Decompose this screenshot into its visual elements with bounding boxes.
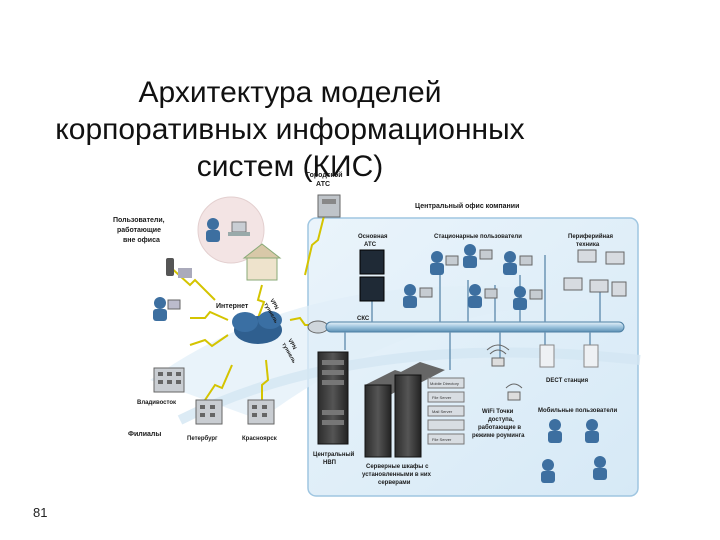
wifi-label-3: работающие в — [478, 424, 521, 431]
central-office-label: Центральный офис компании — [415, 202, 519, 210]
peripheral-label-2: техника — [576, 242, 600, 248]
main-pbx-label-1: Основная — [358, 234, 388, 240]
main-pbx-label-2: АТС — [364, 242, 377, 248]
wifi-label-4: режиме роуминга — [472, 433, 525, 439]
servers-label-1: Серверные шкафы с — [366, 463, 429, 470]
branches-label: Филиалы — [128, 431, 161, 438]
remote-users-label-1: Пользователи, — [113, 217, 165, 224]
vpn-tunnel-1-label-1: VPN — [268, 298, 279, 311]
router-icon — [307, 320, 329, 334]
central-vpn-label-2: НВП — [323, 460, 336, 466]
remote-users-label-3: вне офиса — [123, 237, 160, 244]
internet-cloud — [232, 311, 282, 344]
city-pbx-icon — [317, 194, 341, 218]
servers-label-3: серверами — [378, 480, 411, 486]
krasnoyarsk-building — [247, 399, 275, 425]
server-label-2: File Server — [432, 395, 452, 400]
server-cabinets — [364, 362, 445, 458]
mobile-users-group — [541, 419, 607, 483]
server-stack — [427, 377, 465, 445]
central-vpn-label-1: Центральный — [313, 451, 355, 458]
main-pbx-icon — [359, 249, 385, 302]
slide-title: Архитектура моделей корпоративных информ… — [30, 74, 550, 185]
mobile-users-label: Мобильные пользователи — [538, 407, 617, 414]
dect-label: DECT станция — [546, 378, 589, 384]
remote-user-2-icon — [154, 297, 166, 309]
title-line-2: корпоративных информационных — [55, 113, 525, 146]
title-line-3: систем (КИС) — [196, 150, 384, 183]
peripheral-devices — [563, 249, 627, 297]
server-label-3: Mail Server — [432, 409, 453, 414]
remote-users-label-2: работающие — [117, 226, 161, 234]
wifi-label-1: WiFi Точки — [482, 409, 514, 415]
remote-phone-icon — [166, 258, 174, 276]
krasnoyarsk-label: Красноярск — [242, 436, 277, 442]
scs-bus — [325, 321, 625, 333]
city-pbx-label-1: Городской — [306, 171, 343, 179]
home-office-icon — [242, 243, 282, 281]
server-label-1: Mobile Directory — [430, 381, 459, 386]
peripheral-label-1: Периферийная — [568, 233, 614, 240]
scs-label: СКС — [357, 316, 370, 322]
remote-users-bubble — [197, 196, 265, 264]
internet-label: Интернет — [216, 303, 249, 310]
vpn-tunnel-2-label-1: VPN — [286, 338, 297, 351]
central-vpn-rack — [317, 351, 349, 445]
wifi-label-2: доступа, — [488, 417, 514, 423]
vladivostok-building — [153, 367, 185, 393]
title-line-1: Архитектура моделей — [138, 76, 442, 109]
vladivostok-label: Владивосток — [137, 400, 176, 406]
petersburg-label: Петербург — [187, 435, 218, 442]
stationary-pcs — [419, 249, 543, 300]
remote-user-icon — [207, 218, 219, 230]
server-label-4: File Server — [432, 437, 452, 442]
wifi-access-points — [486, 344, 523, 401]
dect-stations — [539, 344, 599, 368]
stationary-users-group — [403, 244, 527, 310]
page-number: 81 — [33, 505, 48, 520]
remote-laptop-icon — [178, 268, 192, 278]
city-pbx-label-2: АТС — [316, 181, 330, 188]
petersburg-building — [195, 399, 223, 425]
stationary-users-label: Стационарные пользователи — [434, 234, 522, 240]
servers-label-2: установленными в них — [362, 472, 432, 478]
